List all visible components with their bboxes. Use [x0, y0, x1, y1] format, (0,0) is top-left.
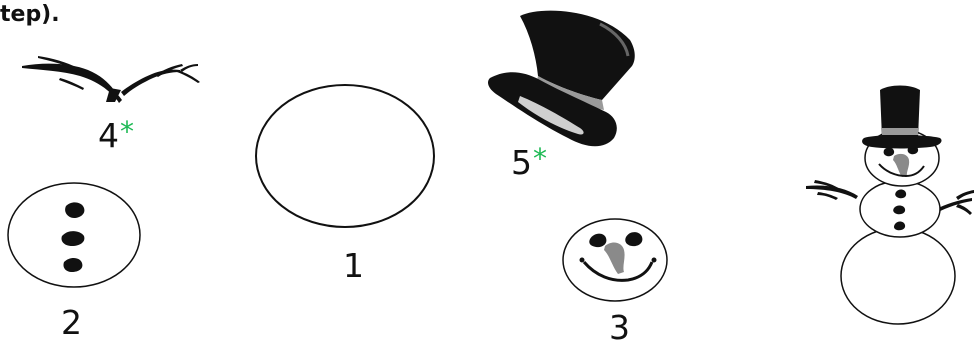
starred-mark: * — [120, 115, 134, 148]
starred-mark: * — [533, 142, 547, 175]
part-number-2: 2 — [61, 305, 82, 341]
part-number-3: 3 — [609, 310, 630, 346]
snowman-face-icon — [563, 219, 667, 301]
part-number-5: 5* — [511, 141, 547, 181]
tree-branch-icon — [22, 56, 200, 103]
part-number-label: 3 — [609, 308, 630, 347]
body-base-ellipse — [256, 85, 434, 227]
part-number-label: 5 — [511, 143, 532, 182]
middle-section-with-buttons — [8, 183, 140, 287]
top-hat-icon — [488, 11, 635, 147]
coal-button-icon — [65, 202, 84, 218]
part-number-label: 2 — [61, 303, 82, 342]
part-number-4: 4* — [98, 114, 134, 154]
part-number-1: 1 — [343, 248, 364, 284]
snowman-icon — [806, 86, 974, 325]
part-number-label: 4 — [98, 116, 119, 155]
part-number-label: 1 — [343, 246, 364, 285]
